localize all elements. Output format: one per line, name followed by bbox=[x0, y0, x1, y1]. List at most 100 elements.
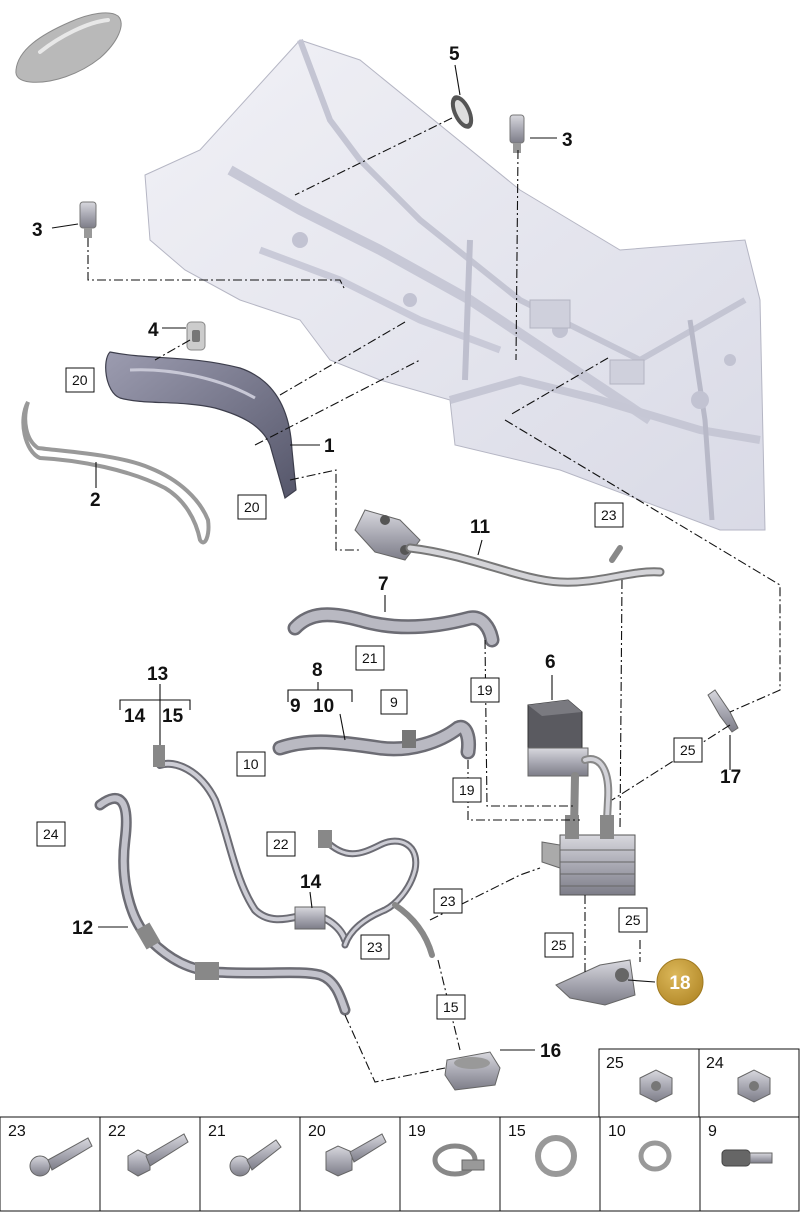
callout-11: 11 bbox=[470, 517, 491, 538]
boxed-22: 22 bbox=[266, 831, 296, 857]
grommet-part-5 bbox=[450, 95, 474, 129]
bolt-icon bbox=[325, 1133, 387, 1177]
bracket-part-17 bbox=[707, 689, 739, 733]
callout-numbers: 1 2 3 3 4 5 6 7 8 9 10 11 12 13 14 15 14… bbox=[32, 44, 741, 1062]
svg-text:15: 15 bbox=[443, 999, 459, 1015]
svg-text:9: 9 bbox=[708, 1123, 717, 1140]
highlight-label: 18 bbox=[669, 973, 690, 994]
callout-6: 6 bbox=[545, 652, 556, 673]
svg-text:10: 10 bbox=[608, 1123, 626, 1140]
hose-clamp-icon bbox=[432, 1143, 485, 1177]
svg-text:25: 25 bbox=[680, 742, 696, 758]
callout-12: 12 bbox=[72, 918, 93, 939]
callout-4: 4 bbox=[148, 320, 159, 341]
svg-text:23: 23 bbox=[601, 507, 617, 523]
hose-part-8 bbox=[272, 720, 476, 760]
coolant-pipe-part-11 bbox=[354, 509, 665, 587]
callout-3-top: 3 bbox=[562, 130, 573, 151]
callout-3-left: 3 bbox=[32, 220, 43, 241]
solid-leaders bbox=[51, 64, 731, 1051]
grid-cell-20: 20 bbox=[299, 1116, 401, 1212]
callout-5: 5 bbox=[449, 44, 460, 65]
svg-text:15: 15 bbox=[508, 1123, 526, 1140]
coolant-pump-part-6 bbox=[527, 699, 613, 844]
callout-2: 2 bbox=[90, 490, 101, 511]
boxed-10: 10 bbox=[236, 751, 266, 777]
svg-text:25: 25 bbox=[606, 1055, 624, 1072]
svg-text:21: 21 bbox=[208, 1123, 226, 1140]
bolt-icon bbox=[127, 1133, 189, 1177]
sensor-icon bbox=[721, 1149, 773, 1167]
svg-text:19: 19 bbox=[477, 682, 493, 698]
grid-cell-22: 22 bbox=[99, 1116, 201, 1212]
clip-part-4 bbox=[186, 321, 206, 351]
o-ring-icon bbox=[638, 1140, 672, 1172]
grid-cell-9: 9 bbox=[699, 1116, 800, 1212]
boxed-23-low: 23 bbox=[360, 934, 390, 960]
air-duct-part-1 bbox=[105, 351, 297, 499]
svg-text:24: 24 bbox=[43, 826, 59, 842]
valve-part-16 bbox=[444, 1051, 501, 1091]
nut-icon bbox=[737, 1069, 771, 1103]
boxed-23-mid: 23 bbox=[433, 888, 463, 914]
boxed-25-a: 25 bbox=[618, 907, 648, 933]
grid-cell-15: 15 bbox=[499, 1116, 601, 1212]
boxed-23-top: 23 bbox=[594, 502, 624, 528]
callout-13: 13 bbox=[147, 664, 168, 685]
coolant-pipe-part-12 bbox=[94, 793, 351, 1016]
boxed-25-b: 25 bbox=[544, 932, 574, 958]
svg-text:19: 19 bbox=[408, 1123, 426, 1140]
callout-1: 1 bbox=[324, 436, 335, 457]
plug-part-3-top bbox=[509, 114, 525, 153]
svg-text:9: 9 bbox=[390, 694, 398, 710]
bolt-icon bbox=[229, 1139, 282, 1177]
callout-17: 17 bbox=[720, 767, 741, 788]
nut-icon bbox=[639, 1069, 673, 1103]
grid-cell-25: 25 bbox=[598, 1048, 700, 1118]
boxed-9: 9 bbox=[380, 689, 408, 715]
callout-15: 15 bbox=[162, 706, 184, 727]
boxed-19-bottom: 19 bbox=[452, 777, 482, 803]
svg-text:20: 20 bbox=[308, 1123, 326, 1140]
boxed-24: 24 bbox=[36, 821, 66, 847]
svg-text:24: 24 bbox=[706, 1055, 724, 1072]
grid-cell-19: 19 bbox=[399, 1116, 501, 1212]
boxed-15: 15 bbox=[436, 994, 466, 1020]
callout-14: 14 bbox=[300, 872, 322, 893]
boxed-20-top: 20 bbox=[65, 367, 95, 393]
boxed-20-bottom: 20 bbox=[237, 494, 267, 520]
svg-text:19: 19 bbox=[459, 782, 475, 798]
boxed-19-top: 19 bbox=[470, 677, 500, 703]
plug-part-3-left bbox=[79, 201, 97, 238]
car-silhouette-icon bbox=[15, 12, 122, 83]
svg-text:23: 23 bbox=[440, 893, 456, 909]
svg-text:21: 21 bbox=[362, 650, 378, 666]
highlight-part-18[interactable]: 18 bbox=[656, 958, 704, 1006]
oil-cooler bbox=[541, 815, 636, 896]
svg-text:23: 23 bbox=[367, 939, 383, 955]
grid-cell-21: 21 bbox=[199, 1116, 301, 1212]
grid-cell-24: 24 bbox=[698, 1048, 800, 1118]
svg-text:22: 22 bbox=[108, 1123, 126, 1140]
callout-10: 10 bbox=[313, 696, 334, 717]
svg-text:23: 23 bbox=[8, 1123, 26, 1140]
svg-text:22: 22 bbox=[273, 836, 289, 852]
grid-cell-23: 23 bbox=[0, 1116, 101, 1212]
grid-cell-10: 10 bbox=[599, 1116, 701, 1212]
hardware-grid: 25 24 23 22 21 20 bbox=[0, 1048, 800, 1212]
callout-8: 8 bbox=[312, 660, 323, 681]
hose-part-7 bbox=[287, 607, 500, 648]
bolt-icon bbox=[29, 1137, 93, 1177]
callout-16: 16 bbox=[540, 1041, 561, 1062]
svg-text:20: 20 bbox=[72, 372, 88, 388]
svg-text:20: 20 bbox=[244, 499, 260, 515]
boxed-callouts: 20 20 23 21 9 19 19 10 25 24 22 23 23 15… bbox=[36, 367, 703, 1020]
coolant-pipe-part-13 bbox=[153, 745, 349, 944]
body-structure bbox=[144, 38, 766, 531]
boxed-21: 21 bbox=[355, 645, 385, 671]
svg-text:25: 25 bbox=[551, 937, 567, 953]
seal-part-2 bbox=[21, 401, 211, 545]
boxed-25-right: 25 bbox=[673, 737, 703, 763]
bracket-part-18 bbox=[555, 959, 636, 1006]
